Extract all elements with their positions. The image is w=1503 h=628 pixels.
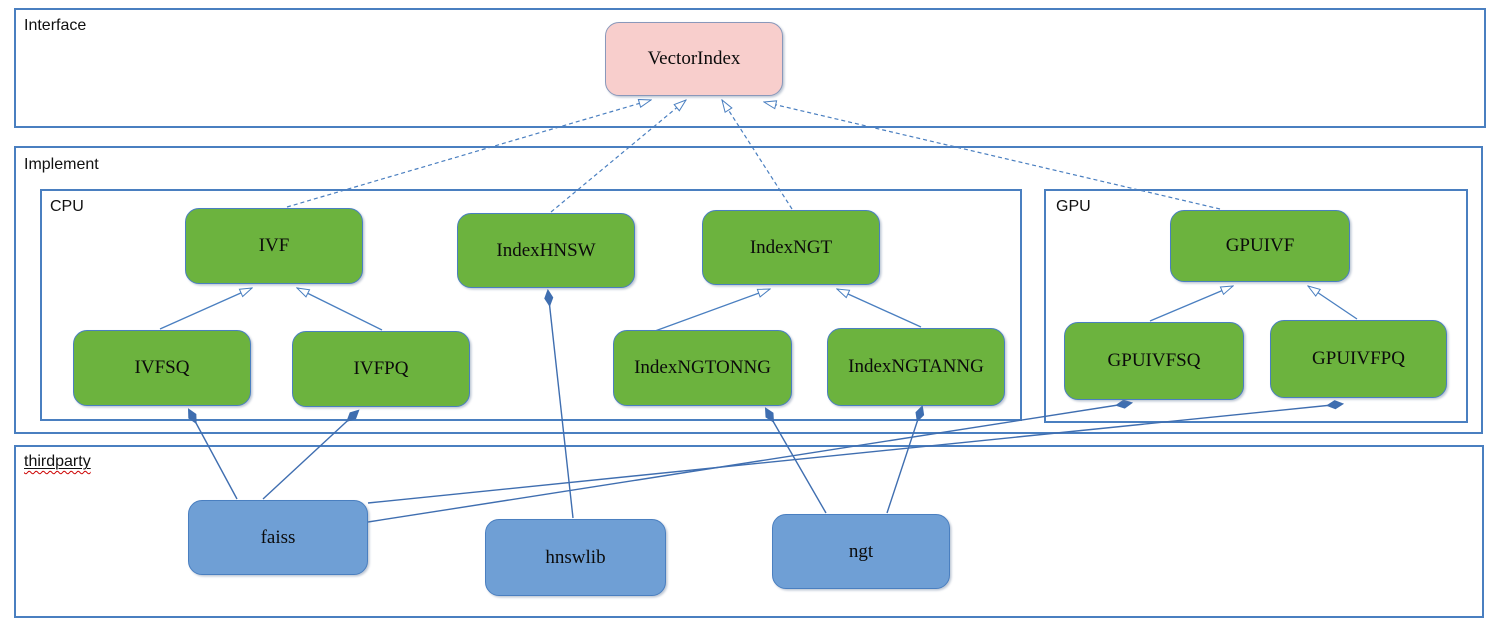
node-ngt[interactable]: ngt [772, 514, 950, 589]
interface-section-label: Interface [24, 17, 87, 34]
node-ivfpq[interactable]: IVFPQ [292, 331, 470, 407]
node-vectorindex[interactable]: VectorIndex [605, 22, 783, 96]
node-hnswlib[interactable]: hnswlib [485, 519, 666, 596]
node-indexngt[interactable]: IndexNGT [702, 210, 880, 285]
thirdparty-section-label: thirdparty [24, 452, 91, 472]
node-indexhnsw[interactable]: IndexHNSW [457, 213, 635, 288]
node-gpuivf[interactable]: GPUIVF [1170, 210, 1350, 282]
node-faiss[interactable]: faiss [188, 500, 368, 575]
thirdparty-section-label-text: thirdparty [24, 453, 91, 470]
node-gpuivfsq[interactable]: GPUIVFSQ [1064, 322, 1244, 400]
node-ivfsq[interactable]: IVFSQ [73, 330, 251, 406]
node-indexngtanng[interactable]: IndexNGTANNG [827, 328, 1005, 406]
gpu-section-label: GPU [1056, 198, 1091, 215]
node-ivf[interactable]: IVF [185, 208, 363, 284]
implement-section-label: Implement [24, 156, 99, 173]
cpu-section-label: CPU [50, 198, 84, 215]
node-gpuivfpq[interactable]: GPUIVFPQ [1270, 320, 1447, 398]
node-indexngtonng[interactable]: IndexNGTONNG [613, 330, 792, 406]
